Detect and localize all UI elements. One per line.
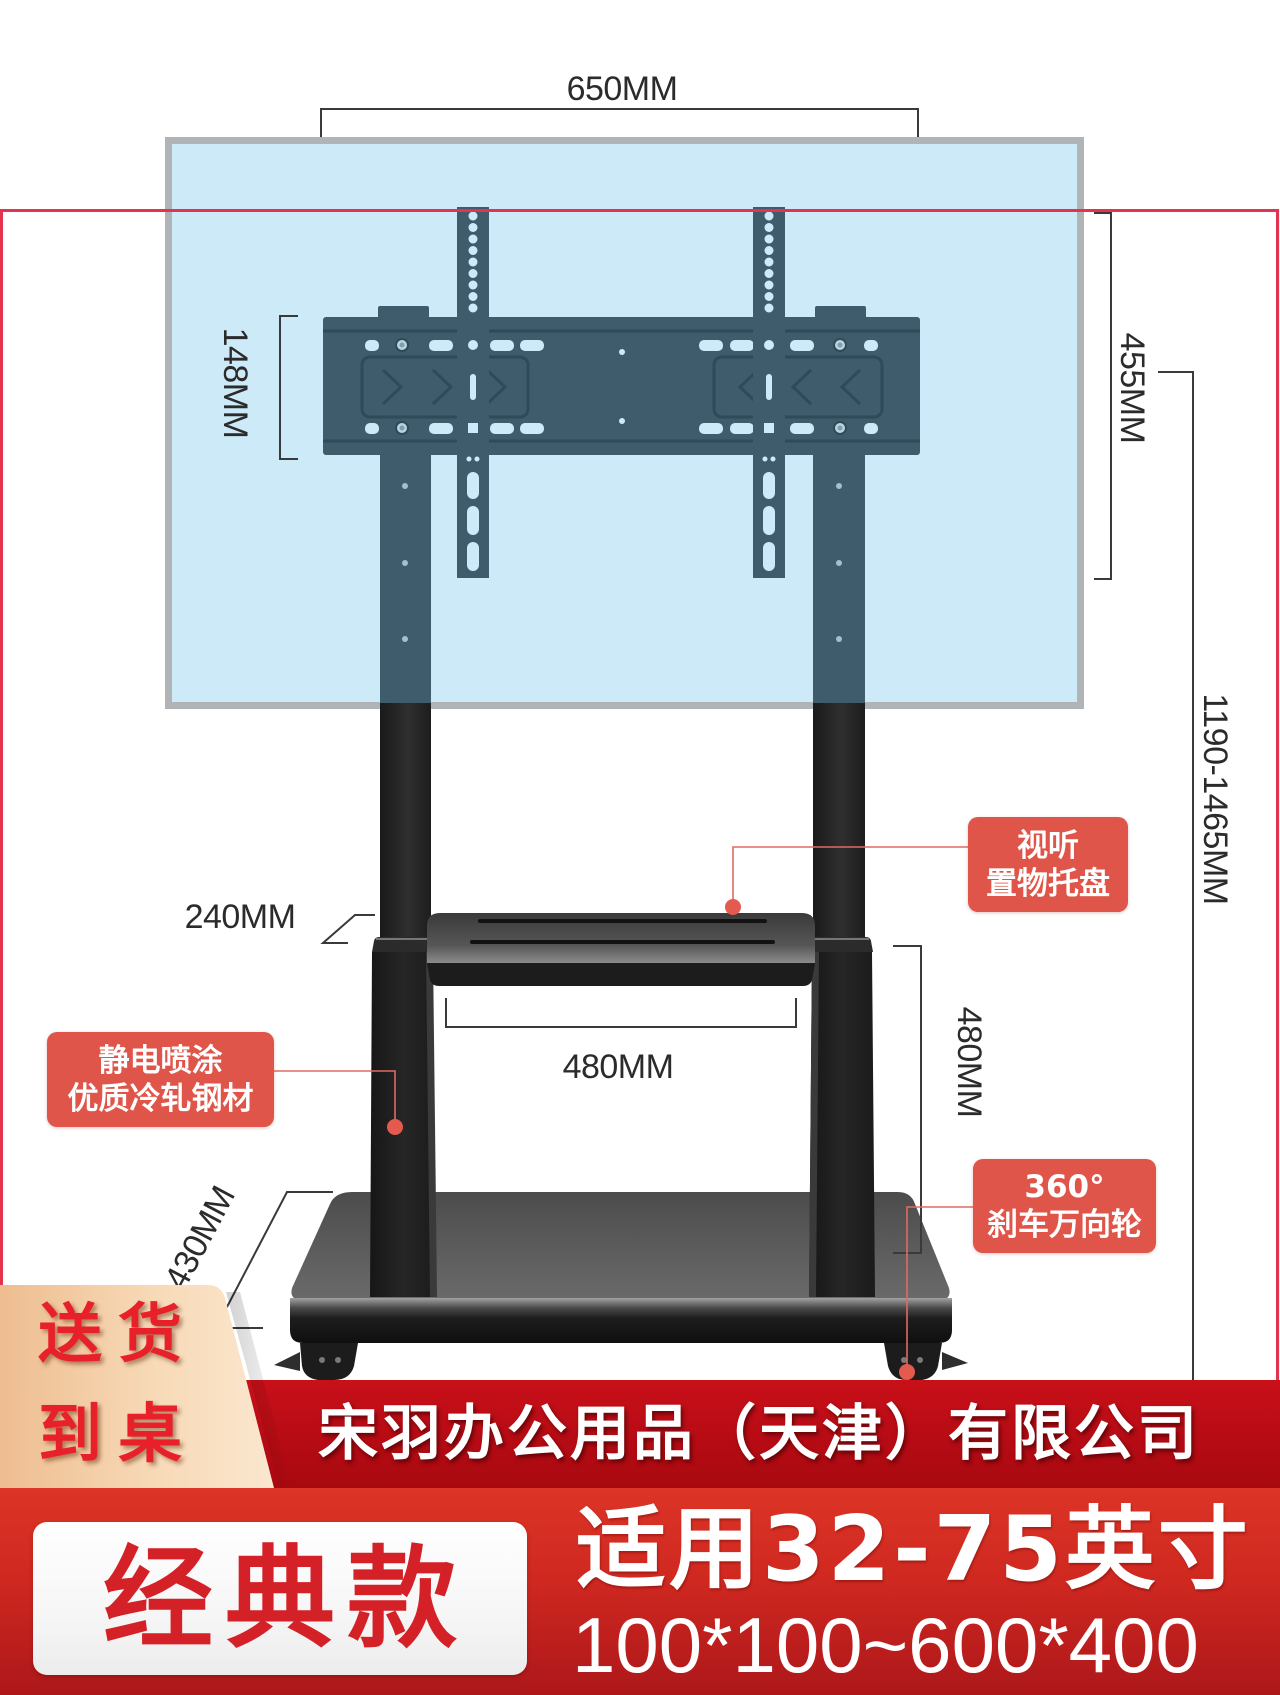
delivery-badge-line-1: 送货 [38,1297,198,1372]
steel-callout-leader [274,1070,396,1127]
tray-depth-dimension-line [320,914,375,944]
tray-callout-leader [732,846,968,907]
base-plate-top [291,1192,950,1300]
total-height-label: 1190-1465MM [1196,693,1234,905]
plate-height-dimension-line [279,315,298,460]
tray-width-dimension-line [445,998,797,1028]
vesa-mount-plate [323,306,920,455]
tray-width-label: 480MM [562,1048,674,1086]
overall-width-label: 650MM [566,70,678,108]
lower-leg-left [370,952,436,1297]
callout-casters-line-2: 刹车万向轮 [987,1207,1142,1243]
av-tray-top [427,913,815,963]
upper-post-right [813,703,865,941]
caster-callout-leader [906,1206,973,1372]
tray-callout-dot [725,899,741,915]
base-plate-front [290,1298,952,1343]
caster-right [884,1343,968,1380]
total-height-dimension-line [1158,371,1194,1385]
lower-leg-left-inner [426,952,437,1297]
vesa-span-dimension-line [1094,212,1112,580]
delivery-badge-line-2: 到桌 [38,1397,198,1472]
screw-icon [395,338,847,435]
callout-casters: 360° 刹车万向轮 [973,1159,1156,1253]
av-tray-front [427,963,815,986]
vesa-strip-left [457,207,489,578]
vesa-span-label: 455MM [1113,332,1151,444]
caster-callout-dot [899,1364,915,1380]
caster-left [274,1343,358,1380]
vesa-range: 100*100~600*400 [572,1601,1199,1689]
company-name: 宋羽办公用品（天津）有限公司 [318,1399,1200,1469]
post-holes [402,483,842,642]
company-banner: 宋羽办公用品（天津）有限公司 [0,1380,1280,1488]
callout-av-tray-line-1: 视听 [1017,827,1079,864]
callout-av-tray-line-2: 置物托盘 [986,865,1110,902]
callout-steel-coating-line-2: 优质冷轧钢材 [67,1080,254,1117]
delivery-badge-shape [0,1285,292,1488]
lower-leg-right-inner [809,952,819,1297]
lower-leg-right [809,952,875,1297]
tray-depth-label: 240MM [184,898,296,936]
steel-callout-dot [387,1119,403,1135]
mount-plate-height-label: 148MM [216,327,254,439]
lower-frame-height-label: 480MM [950,1006,988,1118]
model-badge: 经典款 [33,1522,527,1675]
callout-av-tray: 视听 置物托盘 [968,817,1128,912]
upper-post-right-screen [813,455,865,705]
callout-steel-coating: 静电喷涂 优质冷轧钢材 [47,1032,274,1127]
model-label: 经典款 [103,1534,469,1663]
callout-steel-coating-line-1: 静电喷涂 [98,1042,223,1079]
post-cap-left [372,937,436,952]
post-cap-right [809,937,873,952]
upper-post-left-screen [380,455,431,705]
callout-casters-line-1: 360° [1024,1169,1105,1205]
screen-size-range: 适用32-75英寸 [576,1497,1251,1602]
width-dimension-line [320,108,919,137]
upper-post-left [380,703,431,941]
vesa-strip-right [753,207,785,578]
